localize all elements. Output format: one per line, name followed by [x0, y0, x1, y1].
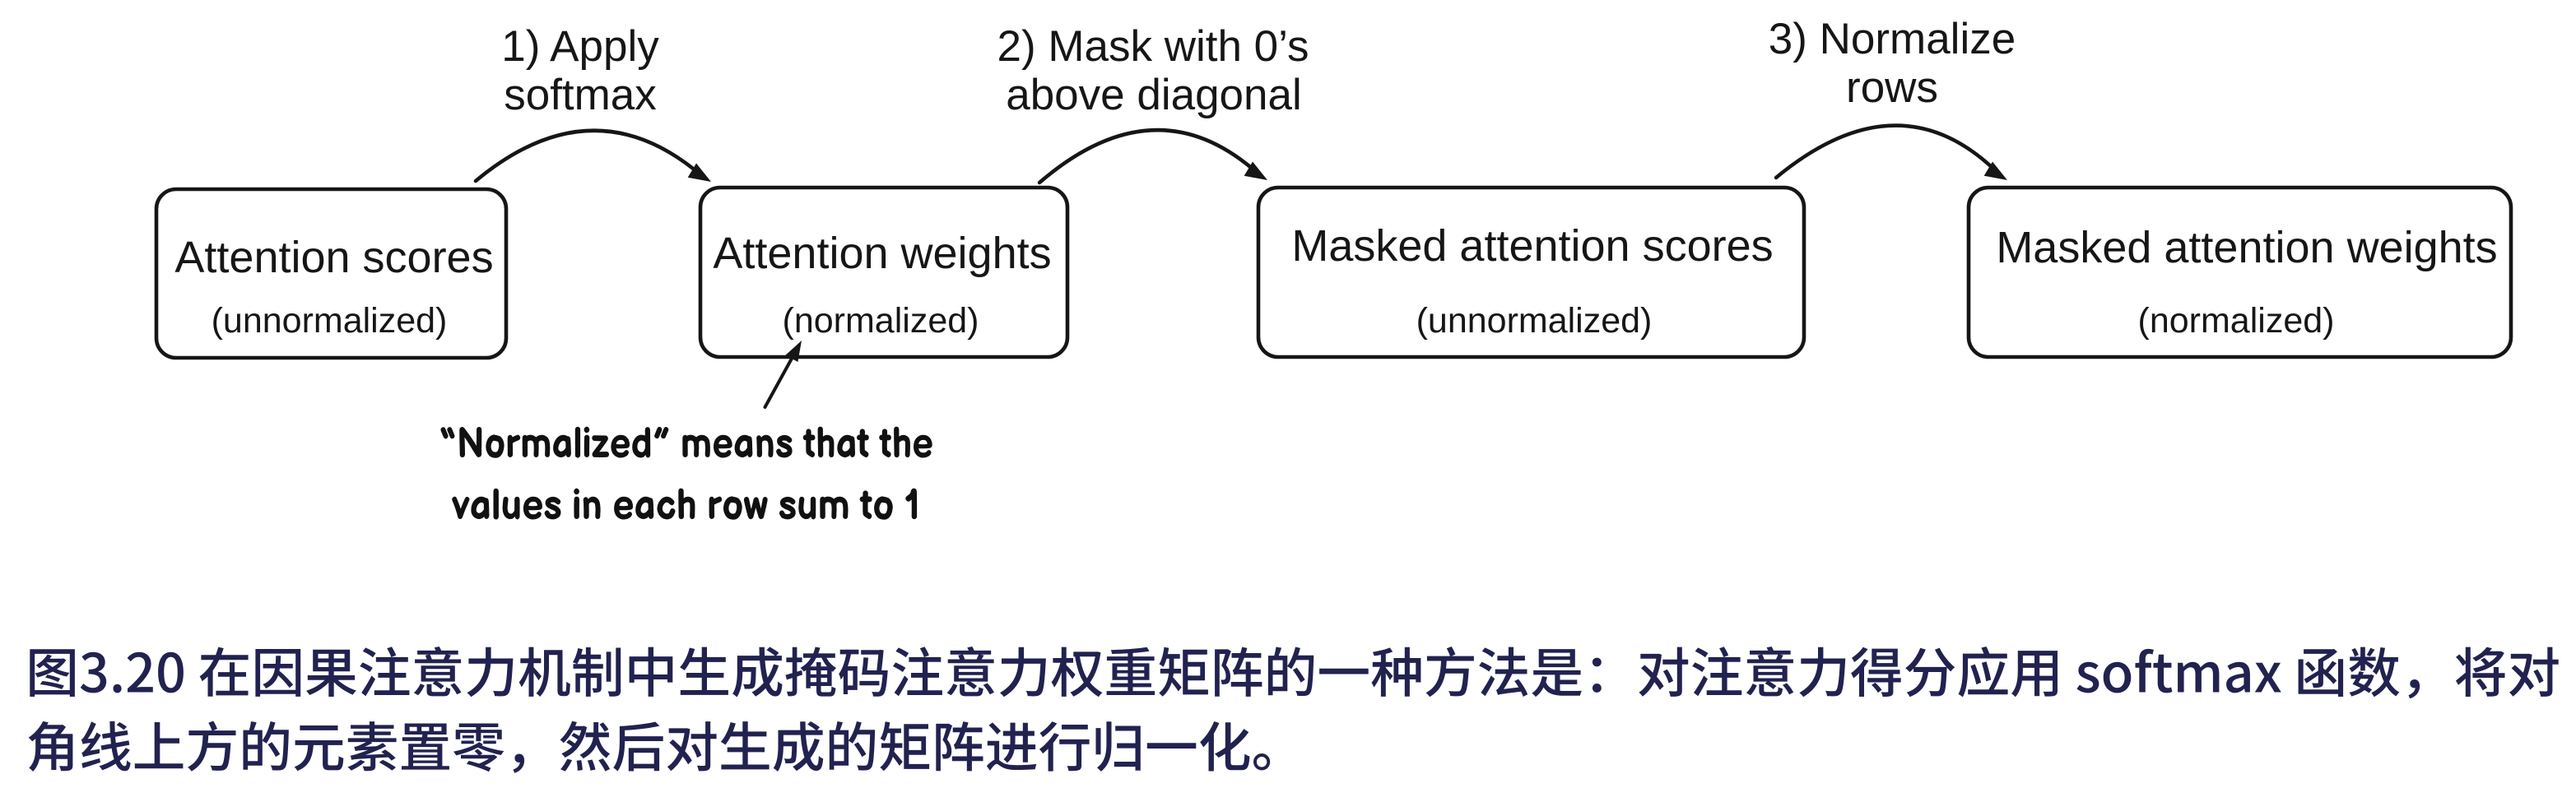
svg-text:3) Normalize: 3) Normalize: [1769, 15, 2016, 63]
svg-text:(unnormalized): (unnormalized): [212, 301, 448, 341]
svg-text:Masked attention scores: Masked attention scores: [1291, 221, 1773, 271]
svg-text:(normalized): (normalized): [783, 301, 979, 341]
svg-text:1) Apply: 1) Apply: [501, 22, 659, 71]
svg-text:2) Mask with 0’s: 2) Mask with 0’s: [997, 22, 1309, 71]
svg-text:Attention scores: Attention scores: [174, 233, 493, 282]
svg-text:(normalized): (normalized): [2138, 301, 2335, 341]
svg-text:(unnormalized): (unnormalized): [1416, 301, 1653, 341]
svg-text:Attention weights: Attention weights: [713, 229, 1051, 278]
svg-text:above diagonal: above diagonal: [1006, 71, 1302, 119]
svg-text:Masked attention weights: Masked attention weights: [1996, 223, 2497, 272]
svg-text:rows: rows: [1846, 63, 1938, 112]
svg-text:softmax: softmax: [504, 71, 657, 119]
